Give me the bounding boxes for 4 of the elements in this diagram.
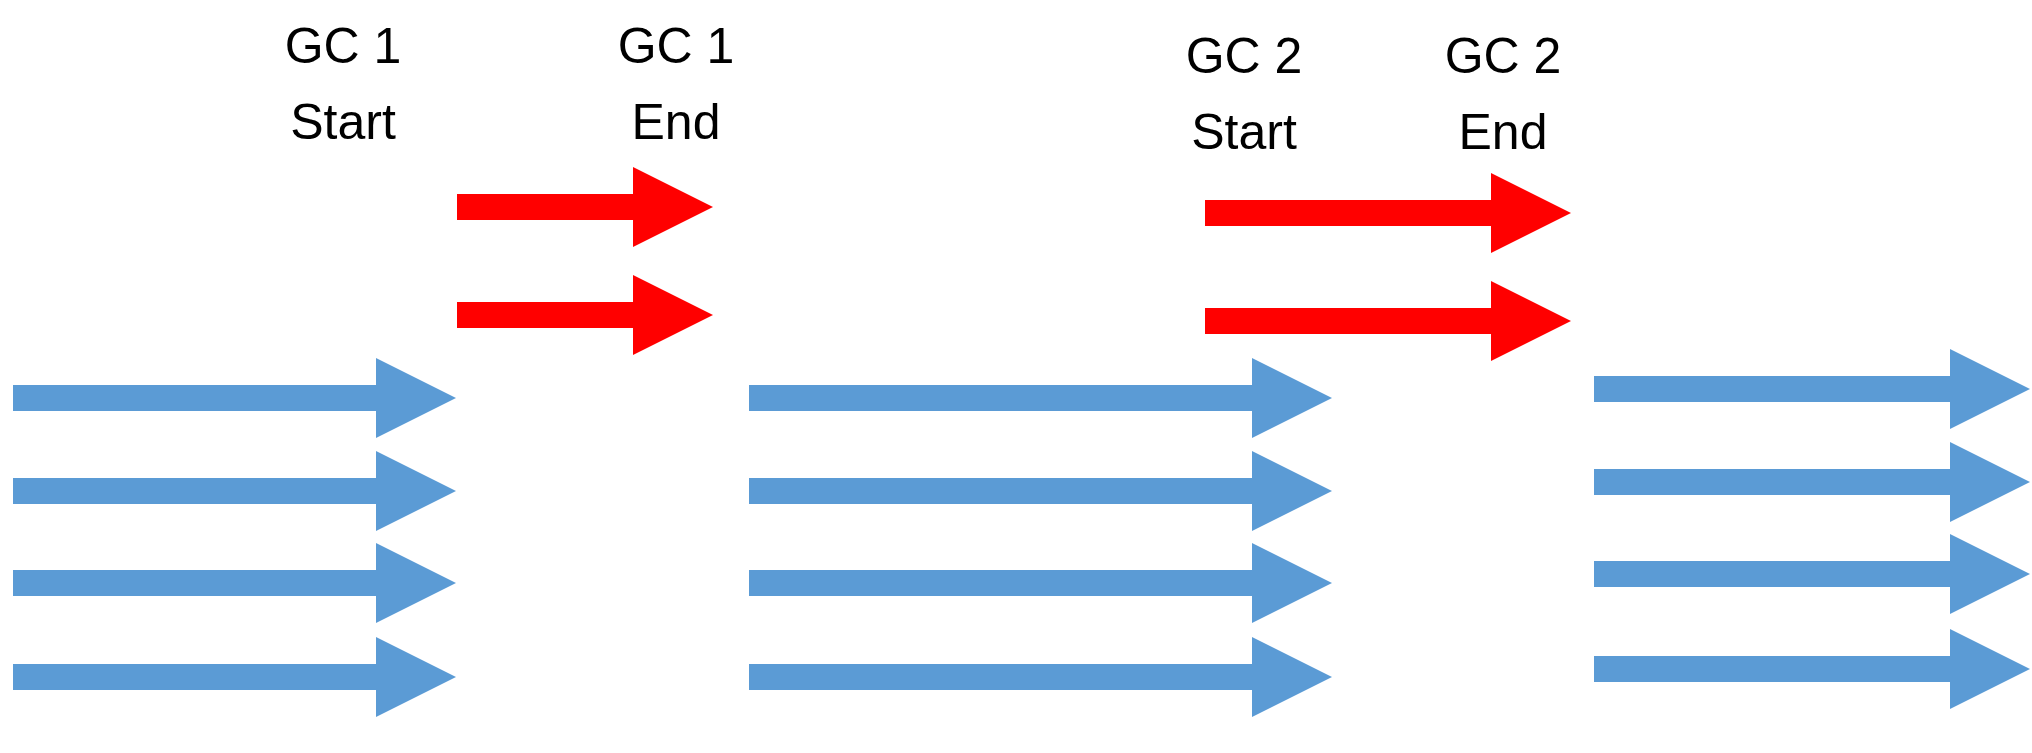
arrow-label: GC 2 Start: [1184, 27, 1304, 162]
arrow-label: GC 1 Start: [283, 17, 403, 152]
arrow-label: GC 2 End: [1443, 27, 1563, 162]
arrow-label: GC 1 End: [616, 17, 736, 152]
